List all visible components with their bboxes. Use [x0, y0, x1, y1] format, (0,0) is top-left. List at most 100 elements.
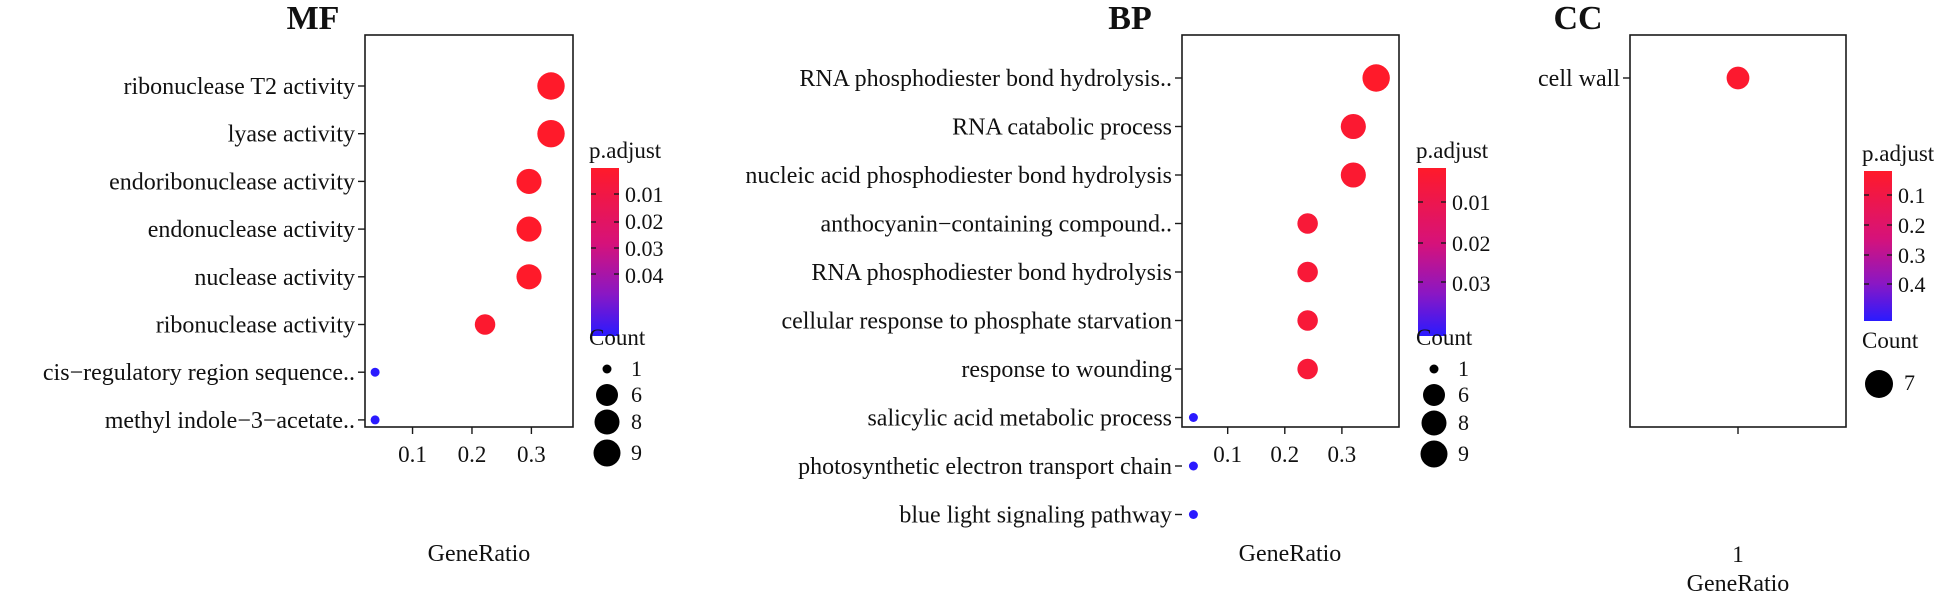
mf-color-legend-title: p.adjust — [589, 138, 662, 163]
bp-dot-3 — [1297, 213, 1318, 234]
bp-term-label-7: salicylic acid metabolic process — [867, 406, 1172, 432]
bp-dot-5 — [1297, 310, 1318, 331]
mf-term-label-2: endoribonuclease activity — [109, 169, 355, 195]
panel-bp-x-axis-title: GeneRatio — [1239, 541, 1342, 567]
mf-color-tick-3: 0.03 — [625, 236, 664, 261]
panel-cc-title: CC — [1553, 0, 1602, 37]
bp-term-label-5: cellular response to phosphate starvatio… — [781, 309, 1172, 335]
panel-bp: BP 0.1 0.2 0.3 RNA phosphodiester bond hydr… — [745, 0, 1490, 567]
cc-dot-0 — [1726, 66, 1750, 90]
bp-size-label-1: 1 — [1458, 356, 1469, 381]
mf-dot-6 — [370, 367, 380, 377]
mf-x-tick-label-2: 0.3 — [517, 442, 546, 467]
panel-mf-marks: 0.1 0.2 0.3 ribonuclease T2 activity lyase a… — [43, 72, 565, 467]
bp-x-tick-label-1: 0.2 — [1270, 442, 1299, 467]
panel-mf-legend: p.adjust 0.01 0.02 0.03 0.04 Count 1 — [589, 138, 664, 467]
mf-dot-7 — [370, 415, 380, 425]
cc-term-label-0: cell wall — [1538, 66, 1620, 92]
cc-color-legend-title: p.adjust — [1862, 141, 1935, 166]
mf-term-label-1: lyase activity — [228, 122, 355, 148]
bp-color-bar-ticks — [1418, 201, 1446, 283]
mf-dot-4 — [516, 264, 542, 290]
cc-size-legend-title: Count — [1862, 328, 1919, 353]
panel-bp-title: BP — [1108, 0, 1151, 37]
mf-color-bar-ticks — [591, 193, 619, 275]
panel-cc: CC 1 cell wall GeneRatio p.adjust 0.1 0.2… — [1538, 0, 1935, 597]
bp-x-tick-label-2: 0.3 — [1328, 442, 1357, 467]
bp-dot-8 — [1188, 461, 1198, 471]
bp-term-label-6: response to wounding — [961, 357, 1172, 383]
panel-cc-plot-frame — [1629, 34, 1847, 428]
panel-cc-marks: 1 cell wall — [1538, 66, 1750, 567]
mf-term-label-7: methyl indole−3−acetate.. — [105, 408, 355, 434]
bp-term-label-2: nucleic acid phosphodiester bond hydroly… — [745, 163, 1172, 189]
mf-term-label-0: ribonuclease T2 activity — [124, 74, 355, 100]
panel-bp-plot-frame — [1181, 34, 1400, 428]
bp-color-tick-2: 0.02 — [1452, 231, 1491, 256]
panel-mf-plot-frame — [364, 34, 574, 428]
cc-color-bar-ticks — [1864, 194, 1892, 285]
bp-term-label-1: RNA catabolic process — [952, 115, 1172, 141]
mf-x-tick-label-0: 0.1 — [398, 442, 427, 467]
bp-term-label-3: anthocyanin−containing compound.. — [821, 212, 1172, 238]
bp-term-label-9: blue light signaling pathway — [899, 503, 1172, 529]
mf-dot-5 — [474, 314, 496, 335]
cc-size-key-7 — [1865, 370, 1893, 398]
bp-dot-7 — [1188, 413, 1198, 422]
mf-size-key-8 — [594, 409, 620, 435]
bp-term-label-4: RNA phosphodiester bond hydrolysis — [811, 260, 1172, 286]
cc-color-tick-3: 0.3 — [1898, 243, 1926, 268]
bp-dot-2 — [1340, 162, 1366, 188]
cc-size-label-7: 7 — [1904, 370, 1915, 395]
bp-dot-1 — [1340, 113, 1366, 140]
mf-size-label-1: 1 — [631, 356, 642, 381]
mf-x-tick-label-1: 0.2 — [458, 442, 487, 467]
bp-dot-4 — [1297, 261, 1318, 283]
bp-size-label-6: 6 — [1458, 382, 1469, 407]
panel-mf-title: MF — [287, 0, 340, 37]
mf-size-key-1 — [602, 364, 612, 374]
bp-color-tick-3: 0.03 — [1452, 271, 1491, 296]
bp-color-tick-1: 0.01 — [1452, 190, 1491, 215]
mf-dot-1 — [537, 120, 565, 148]
panel-mf: MF 0.1 0.2 0.3 ribonuclease T2 activity lyas… — [43, 0, 664, 567]
bp-size-key-9 — [1420, 440, 1448, 468]
mf-size-label-9: 9 — [631, 440, 642, 465]
panel-bp-marks: 0.1 0.2 0.3 RNA phosphodiester bond hydroly… — [745, 64, 1390, 529]
bp-term-label-0: RNA phosphodiester bond hydrolysis.. — [799, 66, 1172, 92]
cc-color-bar — [1864, 171, 1892, 321]
mf-color-tick-4: 0.04 — [625, 263, 664, 288]
bp-color-legend-title: p.adjust — [1416, 138, 1489, 163]
mf-color-tick-2: 0.02 — [625, 209, 664, 234]
bp-color-bar — [1418, 168, 1446, 336]
bp-dot-9 — [1188, 510, 1198, 519]
mf-size-legend-title: Count — [589, 325, 646, 350]
cc-color-tick-2: 0.2 — [1898, 213, 1926, 238]
cc-color-tick-4: 0.4 — [1898, 272, 1926, 297]
mf-size-label-8: 8 — [631, 409, 642, 434]
mf-term-label-5: ribonuclease activity — [156, 313, 355, 339]
mf-dot-0 — [537, 72, 565, 100]
mf-size-label-6: 6 — [631, 382, 642, 407]
panel-mf-x-axis-title: GeneRatio — [428, 541, 531, 567]
panel-bp-legend: p.adjust 0.01 0.02 0.03 Count 1 6 8 9 — [1416, 138, 1491, 468]
panel-cc-x-axis-title: GeneRatio — [1687, 571, 1790, 597]
bp-size-legend-title: Count — [1416, 325, 1473, 350]
bp-size-key-8 — [1421, 410, 1447, 436]
cc-color-tick-1: 0.1 — [1898, 183, 1926, 208]
bp-size-label-8: 8 — [1458, 410, 1469, 435]
bp-size-key-1 — [1429, 364, 1439, 374]
mf-term-label-6: cis−regulatory region sequence.. — [43, 360, 355, 386]
bp-dot-0 — [1362, 64, 1390, 92]
mf-size-key-6 — [596, 384, 618, 406]
mf-color-tick-1: 0.01 — [625, 182, 664, 207]
mf-term-label-4: nuclease activity — [194, 265, 355, 291]
mf-dot-2 — [516, 168, 542, 194]
mf-dot-3 — [516, 216, 542, 242]
bp-term-label-8: photosynthetic electron transport chain — [798, 454, 1172, 480]
bp-size-label-9: 9 — [1458, 441, 1469, 466]
mf-color-bar — [591, 168, 619, 336]
bp-x-tick-label-0: 0.1 — [1213, 442, 1242, 467]
cc-x-tick-label-0: 1 — [1732, 542, 1744, 567]
